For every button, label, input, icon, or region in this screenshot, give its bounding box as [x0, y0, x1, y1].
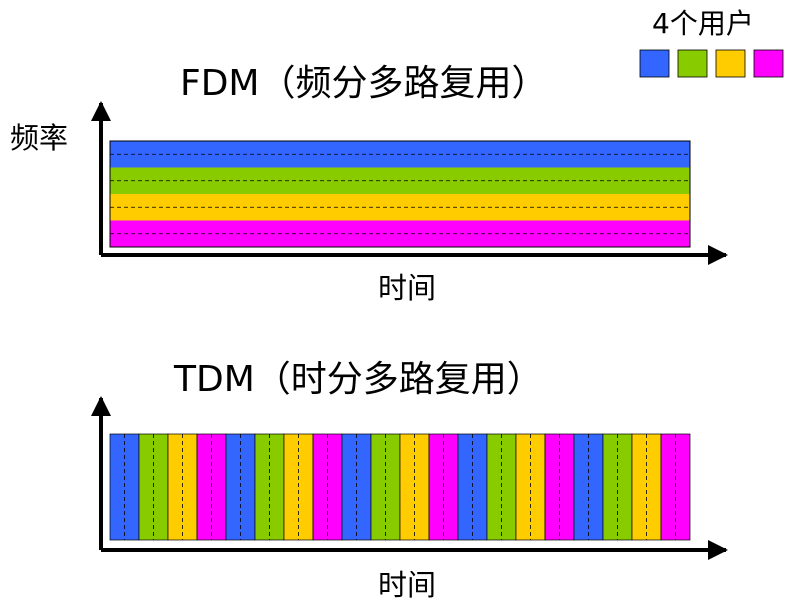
fdm-title: FDM（频分多路复用） [180, 63, 548, 104]
fdm-y-axis-label: 频率 [10, 121, 69, 155]
tdm-slots [109, 433, 691, 541]
fdm-outline [109, 140, 691, 248]
tdm-title: TDM（时分多路复用） [174, 359, 543, 400]
legend-swatch-3 [715, 49, 746, 78]
legend-title: 4个用户 [652, 7, 754, 40]
legend-swatch-2 [677, 49, 708, 78]
legend-swatch-1 [639, 49, 670, 78]
tdm-x-axis-label: 时间 [378, 568, 437, 602]
fdm-x-axis-label: 时间 [378, 271, 437, 305]
legend-swatches [639, 49, 784, 78]
fdm-bands [109, 140, 691, 248]
axes [91, 101, 728, 560]
legend-swatch-4 [753, 49, 784, 78]
